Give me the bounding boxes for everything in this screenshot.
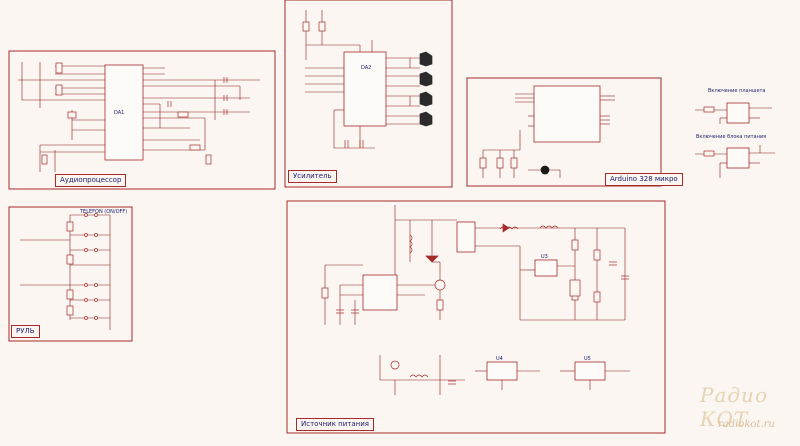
- opto-power: [534, 259, 558, 277]
- wheel-circuit: [20, 214, 111, 330]
- audio-processor-circuit: [18, 62, 260, 172]
- watermark-logo: Радио КОТ: [700, 383, 768, 431]
- chip-u1: [533, 85, 601, 143]
- power-circuit: [324, 205, 630, 395]
- optocoupler-circuits: [695, 102, 775, 178]
- chip-label-u5: U5: [584, 356, 591, 362]
- arduino-components: [479, 157, 550, 175]
- frame-wheel: [8, 206, 133, 342]
- frame-amp: [284, 0, 453, 188]
- frame-power: [286, 200, 666, 434]
- opto-u8: [726, 102, 750, 124]
- block-label-power: Источник питания: [296, 418, 374, 431]
- chip-da1: [104, 64, 144, 161]
- regulator-u4: [486, 361, 518, 381]
- chip-u2: [362, 274, 398, 311]
- opto-resistors: [703, 106, 715, 157]
- block-label-amp: Усилитель: [288, 170, 337, 183]
- chip-label-u3: U3: [541, 254, 548, 260]
- transformer-tr1: [456, 221, 476, 253]
- caption-wheel-phone: TELEFON (ON/OFF): [80, 209, 128, 215]
- block-frames: [8, 0, 666, 434]
- watermark-url: radiokot.ru: [718, 419, 775, 430]
- block-label-arduino: Arduino 328 микро: [605, 173, 683, 186]
- frame-audio: [8, 50, 276, 190]
- frame-arduino: [466, 77, 662, 187]
- caption-power-on-supply: Включение блока питания: [696, 134, 767, 140]
- amplifier-circuit: [305, 10, 420, 149]
- block-label-wheel: РУЛЬ: [11, 325, 40, 338]
- wheel-components: [66, 213, 98, 320]
- block-label-audio: Аудиопроцессор: [55, 174, 127, 187]
- chip-label-u4: U4: [496, 356, 503, 362]
- audio-components: [41, 62, 228, 165]
- chip-label-da1: DA1: [114, 110, 125, 116]
- opto-u6: [726, 147, 750, 169]
- power-components: [321, 223, 629, 385]
- amp-components: [302, 21, 433, 148]
- arduino-circuit: [482, 85, 615, 178]
- chip-da2: [343, 51, 387, 127]
- caption-power-on-tablet: Включение планшета: [708, 88, 766, 94]
- chip-label-da2: DA2: [361, 65, 372, 71]
- regulator-u5: [574, 361, 606, 381]
